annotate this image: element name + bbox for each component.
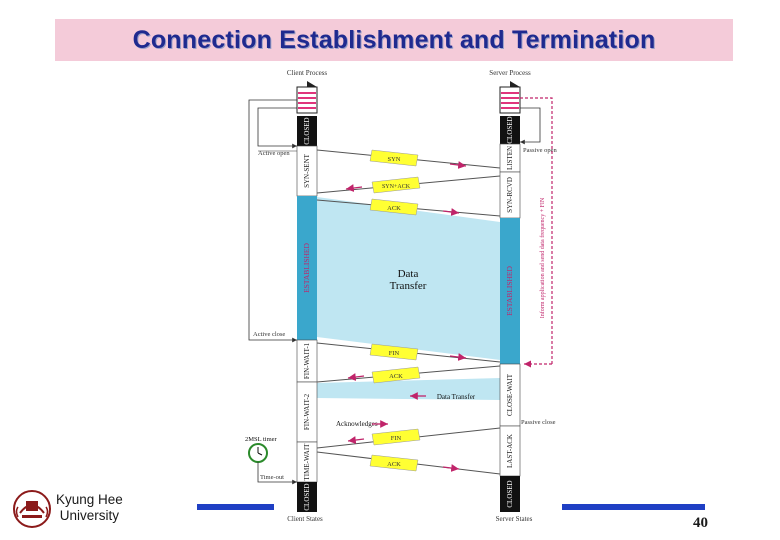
server-timeline <box>499 116 521 512</box>
passive-open-label: Passive open <box>523 147 558 154</box>
server-state-last-ack: LAST-ACK <box>506 434 514 468</box>
server-inform-line <box>520 97 553 364</box>
clock-hand-minute <box>257 452 263 456</box>
server-state-close-wait: CLOSE-WAIT <box>506 373 514 416</box>
segment-ack: ACK <box>316 198 501 217</box>
footer-line-right <box>562 504 705 510</box>
segment-fin-2: FIN <box>316 427 501 449</box>
client-state-syn-sent: SYN-SENT <box>303 153 311 188</box>
segment-ack-3: ACK <box>316 451 501 475</box>
client-state-closed: CLOSED <box>303 117 311 144</box>
university-line1: Kyung Hee <box>56 492 123 507</box>
university-line2: University <box>59 508 120 523</box>
client-state-fin-wait-1: FIN-WAIT-1 <box>303 342 311 379</box>
client-state-closed-final: CLOSED <box>303 483 311 510</box>
server-state-closed-final: CLOSED <box>506 480 514 507</box>
client-process-icon <box>296 81 318 114</box>
passive-close-label: Passive close <box>521 419 556 426</box>
client-state-time-wait: TIME-WAIT <box>303 443 311 481</box>
server-process-icon <box>499 81 521 114</box>
segment-syn-ack: SYN+ACK <box>316 175 501 194</box>
title-bar: Connection Establishment and Termination <box>55 19 733 61</box>
passive-open-loop <box>520 107 541 145</box>
segment-ack-2-label: ACK <box>389 373 403 380</box>
server-state-syn-rcvd: SYN-RCVD <box>506 177 514 213</box>
timeout-label: Time-out <box>260 474 284 481</box>
page-number: 40 <box>693 515 708 531</box>
active-open-label: Active open <box>258 150 290 157</box>
client-timeline <box>296 116 318 512</box>
timeout-arrow <box>257 462 297 485</box>
segment-syn-label: SYN <box>387 156 400 163</box>
segment-fin: FIN <box>316 342 501 363</box>
segment-fin-label: FIN <box>389 350 400 357</box>
active-close-label: Active close <box>253 331 285 338</box>
university-name: Kyung Hee University <box>56 492 123 524</box>
timer-label: 2MSL timer <box>245 436 278 443</box>
server-process-label: Server Process <box>489 69 531 77</box>
segment-ack-2: ACK <box>316 365 501 384</box>
server-note-label: Inform application and send data frequen… <box>539 197 546 318</box>
server-state-listen: LISTEN <box>506 146 514 170</box>
segment-syn-ack-label: SYN+ACK <box>382 184 411 190</box>
active-close-loop <box>248 99 297 343</box>
data-transfer-line1: Data <box>398 268 419 280</box>
active-open-loop <box>257 107 297 149</box>
client-state-established: ESTABLISHED <box>302 243 311 293</box>
data-transfer-area <box>317 197 500 360</box>
client-states-label: Client States <box>287 515 323 523</box>
segment-ack-3-label: ACK <box>387 461 401 468</box>
half-close-area <box>317 378 500 400</box>
acknowledges-label: Acknowledges <box>336 420 378 428</box>
server-state-closed: CLOSED <box>506 116 514 143</box>
half-close-data-transfer-label: Data Transfer <box>437 393 476 401</box>
footer-line-left <box>197 504 274 510</box>
university-logo <box>13 490 51 528</box>
client-state-fin-wait-2: FIN-WAIT-2 <box>303 393 311 430</box>
data-transfer-line2: Transfer <box>390 280 427 292</box>
server-states-label: Server States <box>496 515 533 523</box>
segment-fin-2-label: FIN <box>391 435 402 442</box>
server-state-established: ESTABLISHED <box>505 266 514 316</box>
client-process-label: Client Process <box>287 69 328 77</box>
segment-syn: SYN <box>316 149 501 169</box>
segment-ack-label: ACK <box>387 205 401 212</box>
slide-title: Connection Establishment and Termination <box>132 25 656 54</box>
